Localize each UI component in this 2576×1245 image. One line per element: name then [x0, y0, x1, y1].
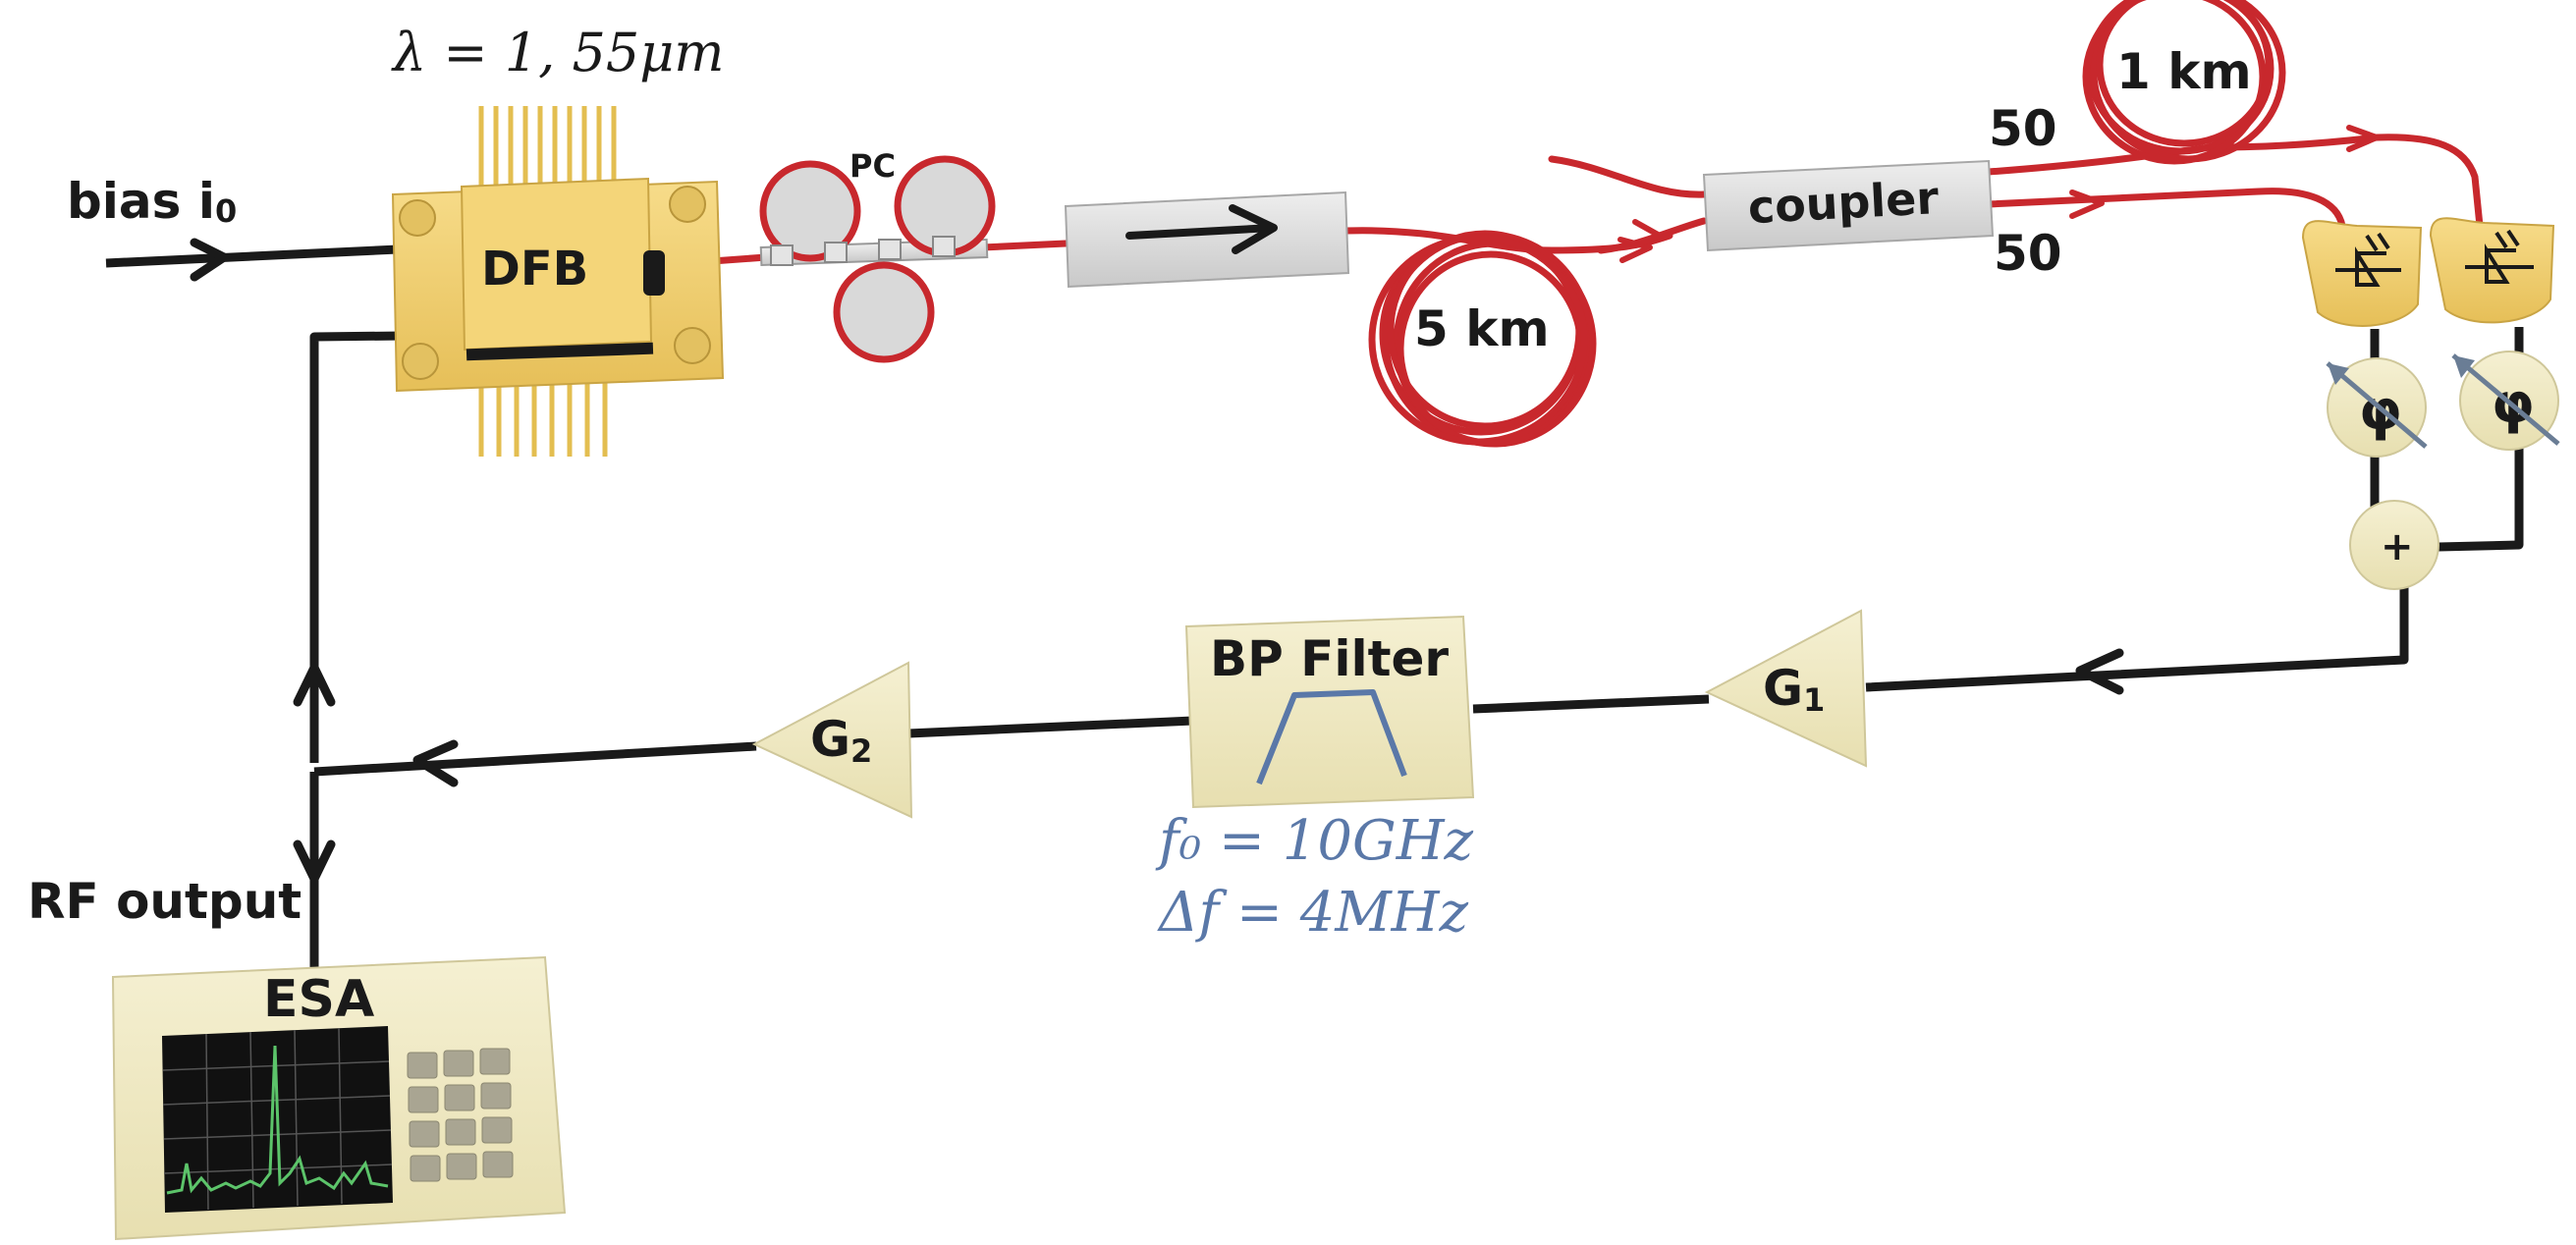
esa-key[interactable] [407, 1052, 438, 1079]
fiber-arrow-icon [2346, 125, 2380, 152]
isolator-body [1064, 190, 1350, 289]
amplifier-icon [1704, 609, 1868, 768]
g2-label: G2 [810, 711, 872, 770]
filter-body [1184, 615, 1475, 809]
esa-key[interactable] [443, 1050, 474, 1077]
summing-node: + [2349, 500, 2439, 590]
fiber-coupler: coupler [1702, 159, 1995, 252]
filter-response-icon [1256, 689, 1407, 785]
esa-key[interactable] [481, 1116, 513, 1144]
esa-key[interactable] [444, 1084, 475, 1111]
amplifier-g2: G2 [751, 661, 913, 819]
left-arrow-g1-icon [2075, 648, 2124, 695]
amplifier-g1: G1 [1704, 609, 1868, 768]
filter-label: BP Filter [1210, 630, 1449, 687]
fiber-flow-arrows [1617, 125, 2380, 263]
wire-sum-to-g1 [1865, 587, 2409, 692]
optical-isolator [1064, 190, 1350, 289]
fiber-spool-5km [1368, 230, 1597, 448]
screw-icon [399, 199, 436, 237]
esa-key[interactable] [408, 1086, 439, 1113]
spectrum-analyzer: ESA [111, 955, 567, 1241]
g1-label: G1 [1763, 660, 1825, 719]
bias-label: bias i0 [67, 173, 237, 230]
up-arrow-icon [293, 663, 336, 707]
fiber-arrow-icon [1632, 219, 1663, 248]
esa-key[interactable] [445, 1118, 476, 1146]
phase-shifter-1: φ [2326, 357, 2428, 458]
dfb-screws [399, 186, 711, 380]
wire-g2-to-junction [313, 741, 757, 777]
bias-wire [105, 244, 399, 268]
screw-icon [402, 343, 439, 380]
wire-g1-to-filter [1472, 694, 1710, 714]
left-arrow-g2-icon [412, 739, 459, 787]
esa-keypad [407, 1048, 514, 1182]
screw-icon [674, 327, 711, 364]
wire-arrows [190, 238, 2124, 884]
esa-key[interactable] [479, 1048, 511, 1075]
pc-label: PC [850, 147, 896, 185]
coupler-label: coupler [1747, 171, 1941, 234]
sum-icon [2349, 500, 2439, 590]
polarization-controller: PC [759, 147, 996, 363]
dfb-label: DFB [481, 242, 588, 297]
phase-shifter-2: φ [2451, 351, 2560, 451]
fiber-coupler-input-upper [1548, 155, 1708, 198]
dfb-bottom-rail [466, 342, 654, 361]
fiber-arrow-icon [2069, 189, 2105, 219]
esa-key[interactable] [446, 1153, 477, 1180]
split-ratio-bottom: 50 [1994, 225, 2062, 282]
sum-label: + [2381, 524, 2414, 569]
feedback-wire-to-dfb [309, 331, 404, 763]
bandpass-filter: BP Filter f₀ = 10GHz Δf = 4MHz [1155, 615, 1475, 945]
wavelength-label: λ = 1, 55μm [391, 22, 725, 83]
photodiode-icon [2429, 217, 2555, 324]
filter-bandwidth: Δf = 4MHz [1157, 881, 1468, 945]
esa-label: ESA [263, 970, 374, 1029]
fiber-spool-1km [2082, 0, 2286, 165]
esa-spectrum-trace [166, 1045, 389, 1195]
coupler-body [1702, 159, 1995, 252]
down-arrow-icon [293, 839, 336, 884]
esa-key[interactable] [409, 1120, 440, 1148]
electrical-wires [105, 244, 2524, 967]
dfb-body [460, 177, 653, 352]
photodiode-2 [2429, 217, 2555, 324]
esa-key[interactable] [480, 1082, 512, 1110]
bias-arrow-icon [190, 238, 229, 282]
esa-key[interactable] [410, 1155, 441, 1182]
split-ratio-top: 50 [1989, 100, 2057, 157]
dfb-output-port [643, 250, 665, 296]
pc-paddle [833, 261, 935, 363]
wire-filter-to-g2 [907, 716, 1194, 738]
fiber-1km-label: 1 km [2116, 43, 2252, 100]
fiber-pc-to-isolator [978, 240, 1069, 251]
fiber-arrow-icon [1617, 237, 1653, 263]
fiber-upper-to-pd2 [2373, 134, 2484, 230]
esa-key[interactable] [482, 1151, 514, 1178]
dfb-laser: DFB [391, 106, 725, 457]
amplifier-icon [751, 661, 913, 819]
photodiode-icon [2301, 220, 2423, 327]
pc-paddle [759, 160, 861, 262]
filter-center-frequency: f₀ = 10GHz [1155, 809, 1474, 873]
fiber-lower-arm [1985, 188, 2346, 230]
arrow-right-icon [1125, 204, 1278, 254]
fiber-5km-label: 5 km [1414, 300, 1550, 357]
screw-icon [669, 186, 706, 223]
rf-output-label: RF output [27, 873, 301, 930]
photodiode-1 [2301, 220, 2423, 327]
